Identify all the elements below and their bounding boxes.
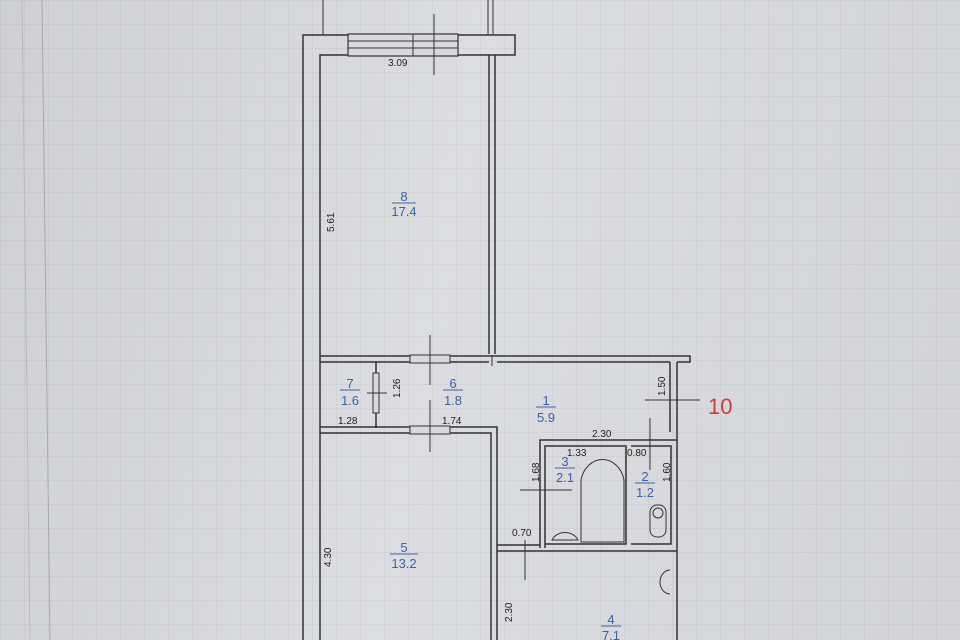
svg-text:2: 2 [641, 469, 648, 484]
apartment-number: 10 [708, 394, 732, 419]
room-7-label: 7 1.6 [340, 376, 360, 408]
dim-room7-height: 1.26 [392, 378, 403, 398]
svg-text:1.8: 1.8 [444, 393, 462, 408]
svg-text:2.1: 2.1 [556, 470, 574, 485]
paper-edge [21, 0, 31, 640]
svg-text:7: 7 [346, 376, 353, 391]
svg-text:8: 8 [400, 189, 407, 204]
dim-wc-width: 0.80 [627, 448, 647, 459]
room-6-label: 6 1.8 [443, 376, 463, 408]
svg-text:6: 6 [449, 376, 456, 391]
dim-room4-length: 2.30 [504, 602, 515, 622]
svg-text:13.2: 13.2 [391, 556, 416, 571]
exterior-wall [302, 34, 516, 640]
svg-text:5.9: 5.9 [537, 410, 555, 425]
dim-bath-length: 1.68 [531, 462, 542, 482]
room-8-label: 8 17.4 [391, 189, 416, 219]
interior-wall [488, 55, 496, 354]
dim-room6-width: 1.74 [442, 416, 462, 427]
svg-text:1.6: 1.6 [341, 393, 359, 408]
dim-room5-length: 4.30 [323, 547, 334, 567]
svg-text:4: 4 [607, 612, 614, 627]
svg-text:7.1: 7.1 [602, 628, 620, 640]
door-room-5 [409, 400, 451, 452]
room-5-label: 5 13.2 [390, 540, 418, 571]
door-room-8 [409, 335, 451, 385]
svg-text:3: 3 [561, 454, 568, 469]
radiator-icon [659, 569, 671, 595]
dim-bath-width: 1.33 [567, 448, 587, 459]
dim-room7-width: 1.28 [338, 416, 358, 427]
interior-wall [320, 426, 498, 640]
room-3-label: 3 2.1 [555, 454, 575, 485]
bathtub-icon [580, 459, 625, 543]
sink-icon [551, 532, 579, 541]
interior-wall [320, 355, 691, 363]
dim-wc-length: 1.60 [662, 462, 673, 482]
dim-room8-width: 3.09 [388, 58, 408, 69]
dim-bath-block-width: 2.30 [592, 429, 612, 440]
exterior-wall-right [669, 362, 678, 640]
svg-text:5: 5 [400, 540, 407, 555]
bathroom-walls [539, 439, 677, 548]
room-2-label: 2 1.2 [635, 469, 655, 500]
dim-door-width: 0.70 [512, 528, 532, 539]
svg-text:1.2: 1.2 [636, 485, 654, 500]
interior-wall [497, 544, 677, 552]
dim-room1-right: 1.50 [657, 376, 668, 396]
door-room-7 [367, 372, 387, 414]
dim-room8-length: 5.61 [326, 212, 337, 232]
svg-text:17.4: 17.4 [391, 204, 416, 219]
toilet-icon [649, 504, 667, 538]
svg-text:1: 1 [542, 393, 549, 408]
window [347, 14, 459, 75]
margin-line [41, 0, 51, 640]
room-4-label: 4 7.1 [601, 612, 621, 640]
room-1-label: 1 5.9 [536, 393, 556, 425]
